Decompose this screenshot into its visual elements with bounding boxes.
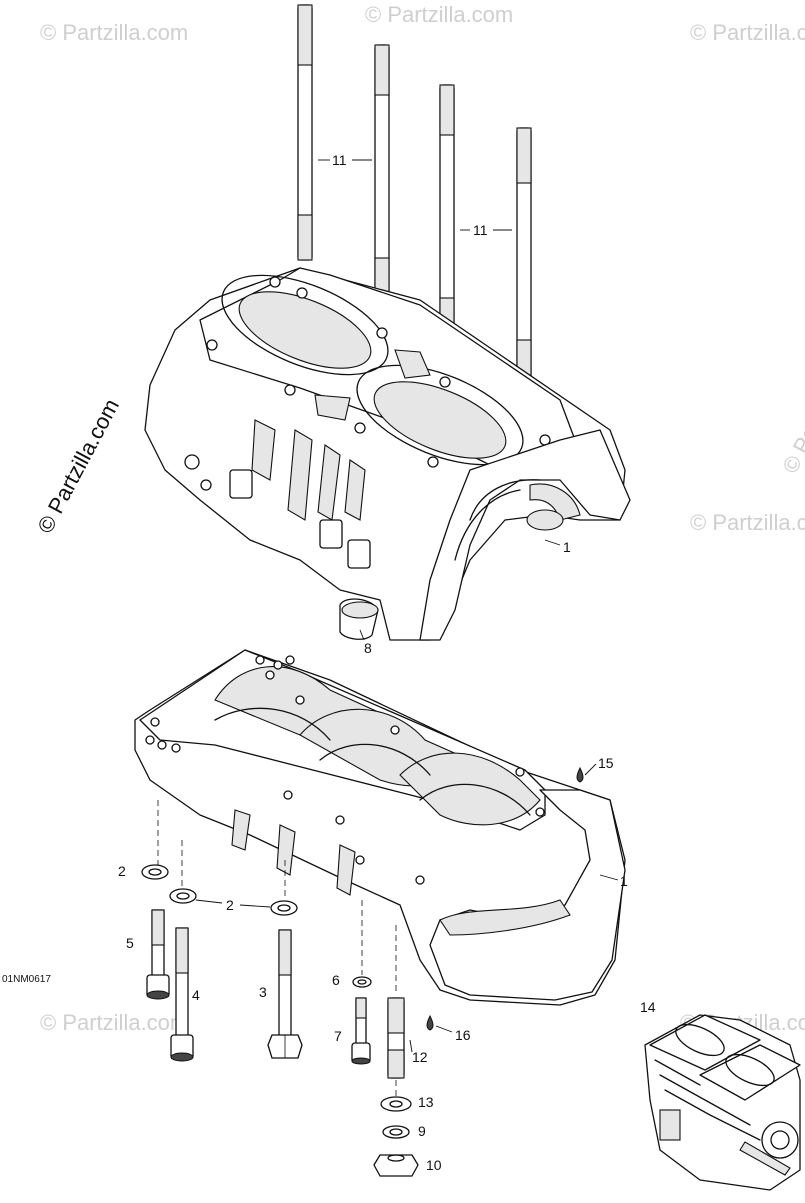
callout-16: 16 [455,1027,471,1043]
callout-8: 8 [364,640,372,656]
nut-10 [373,1154,419,1177]
watermark-bottom-left: © Partzilla.com [40,1010,188,1035]
callout-1-lower: 1 [620,873,628,889]
stud-4 [516,127,532,387]
lower-crankcase [134,649,626,1006]
stud-12 [387,997,405,1079]
sealant-drop-15 [576,763,597,783]
stud-1 [297,4,313,261]
sealant-drop-16 [426,1014,453,1033]
callout-2-a: 2 [118,863,126,879]
watermark-top-center: © Partzilla.com [365,2,513,27]
washer-2-c [270,900,298,916]
callout-14: 14 [640,999,656,1015]
callout-13: 13 [418,1094,434,1110]
lock-washer-9 [382,1125,410,1139]
callout-6: 6 [332,972,340,988]
screw-3 [267,929,303,1059]
diagram-code: 01NM0617 [2,974,51,985]
callout-7: 7 [334,1028,342,1044]
screw-7 [351,997,371,1065]
stud-3 [439,84,455,344]
watermark-mid-right: © Partzilla.com [690,510,805,535]
watermark-top-right: © Partzilla.com [690,20,805,45]
upper-crankcase [144,267,631,641]
screw-5 [146,909,170,1000]
callout-9: 9 [418,1123,426,1139]
callout-1-upper: 1 [563,539,571,555]
washer-13 [380,1096,412,1112]
stud-2 [374,44,390,303]
callout-labels: 11 11 1 8 15 1 2 2 5 4 3 6 7 16 12 13 9 … [2,152,656,1173]
watermark-diagonal-right: © Partzilla.com [777,335,805,478]
plug-8 [339,598,379,641]
callout-3: 3 [259,984,267,1000]
callout-11-a: 11 [332,152,347,168]
assembly-lines [157,800,397,1098]
washer-6 [352,976,372,988]
callout-4: 4 [192,987,200,1003]
callout-12: 12 [412,1049,428,1065]
callout-10: 10 [426,1157,442,1173]
screw-4 [170,927,194,1062]
callout-2-b: 2 [226,897,234,913]
washer-2-b [169,888,197,904]
engine-assembly-14 [644,1014,801,1191]
leader-lines [409,539,619,1053]
callout-5: 5 [126,935,134,951]
callout-11-b: 11 [473,222,488,238]
watermark-diagonal: © Partzilla.com [32,395,124,538]
callout-15: 15 [598,755,614,771]
washer-2-a [141,864,169,880]
watermark-top-left: © Partzilla.com [40,20,188,45]
